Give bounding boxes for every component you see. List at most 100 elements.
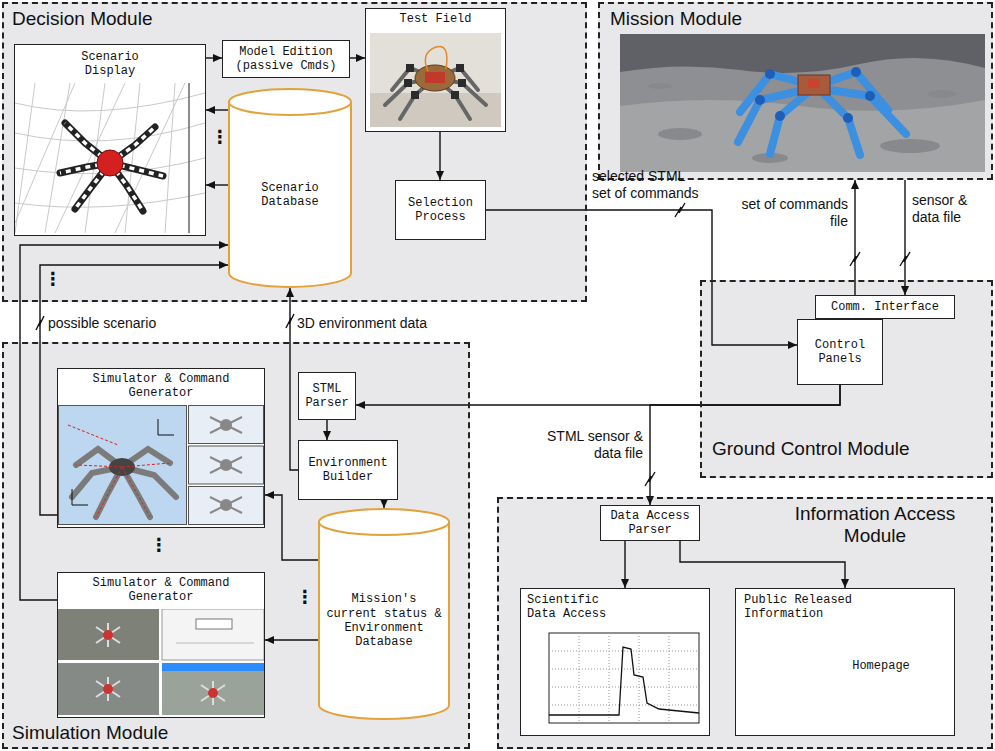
test-field-photo [370, 33, 501, 127]
simulator-render [162, 609, 264, 660]
box-label: Mission's current status & Environment D… [326, 592, 442, 650]
module-panel: Simulation Module Simulator & Command Ge… [2, 342, 470, 749]
mission-render [775, 111, 785, 121]
simulator-render [59, 406, 187, 525]
mission-render [620, 34, 985, 172]
simulator-render [162, 663, 264, 671]
scenario-render [60, 123, 163, 211]
connector [851, 180, 859, 295]
mission-render [738, 72, 906, 155]
module-panel: Information Access Module Data Access Par… [497, 497, 993, 749]
module-title: Ground Control Module [712, 438, 982, 460]
simulator-render [58, 663, 159, 715]
mission-render [928, 90, 956, 98]
arrow-head [206, 181, 215, 189]
process-box: Environment Builder [298, 440, 398, 500]
data-chart [549, 647, 699, 715]
photo-box: Test Field [365, 8, 506, 132]
connector [265, 491, 318, 560]
test-field-photo [411, 91, 419, 99]
scenario-render [165, 83, 175, 233]
arrow-head [380, 499, 388, 508]
mission-render [851, 67, 861, 77]
simulator-render [58, 609, 159, 660]
connector [621, 541, 629, 588]
connector [901, 180, 909, 295]
box-label: Model Edition (passive Cmds) [227, 45, 345, 74]
box-label: Environment Builder [303, 456, 393, 485]
data-chart [579, 633, 669, 723]
simulator-render [72, 489, 88, 505]
mission-render [843, 113, 853, 123]
arrow-head [219, 261, 228, 269]
test-field-photo [404, 64, 466, 99]
box-label: Data Access Parser [604, 509, 696, 538]
connector [265, 636, 318, 644]
simulator-render [189, 487, 264, 525]
module-title: Information Access Module [770, 503, 980, 547]
ellipsis-dots: ⋮ [44, 270, 62, 288]
arrow-head [206, 106, 215, 114]
box-label: Scientific Data Access [527, 593, 617, 622]
ellipsis-dots: ⋮ [150, 536, 168, 554]
scenario-render [188, 83, 190, 233]
mission-render [648, 83, 672, 89]
cylinder-top [229, 89, 351, 115]
mission-render [620, 34, 985, 172]
scenario-render [125, 83, 140, 233]
simulator-render [68, 425, 170, 517]
simulator-render [210, 417, 242, 433]
test-field-photo [404, 79, 412, 87]
process-box: Data Access Parser [600, 505, 700, 541]
connector [206, 106, 228, 114]
arrow-head [356, 54, 365, 62]
mission-render [822, 89, 906, 134]
mission-render [865, 91, 875, 101]
box-label: Scenario Database [236, 181, 344, 210]
connector-line [486, 210, 797, 345]
test-field-photo [456, 64, 464, 72]
simulator-box: Simulator & Command Generator [57, 368, 265, 528]
module-title: Decision Module [12, 8, 272, 30]
database-cylinder: Mission's current status & Environment D… [318, 508, 450, 720]
box-label: Public Released Information [744, 593, 914, 622]
process-box: STML Parser [298, 372, 356, 420]
scenario-render [15, 83, 35, 233]
scenario-render [15, 83, 205, 233]
simulator-render [122, 463, 170, 467]
module-panel: Ground Control ModuleComm. InterfaceCont… [700, 280, 993, 478]
arrow-head [841, 579, 849, 588]
module-title: Simulation Module [12, 722, 272, 744]
process-box: Model Edition (passive Cmds) [222, 40, 350, 78]
box-label: Control Panels [801, 338, 879, 367]
mission-render [755, 67, 875, 123]
edge-label: sensor & data file [912, 192, 990, 226]
edge-label: STML sensor & data file [528, 428, 643, 462]
simulator-render [201, 681, 225, 705]
simulator-render [162, 663, 264, 715]
simulator-render [96, 677, 120, 701]
connector-line [265, 495, 318, 560]
scenario-render [45, 83, 70, 233]
connector-line [680, 541, 845, 588]
mission-render [808, 79, 820, 88]
connector [350, 54, 365, 62]
module-title: Mission Module [610, 8, 870, 30]
mission-render [658, 128, 702, 140]
box-label: STML Parser [302, 382, 352, 411]
scenario-render [60, 123, 163, 211]
connector [206, 54, 222, 62]
simulator-render [122, 467, 150, 517]
test-field-photo [425, 72, 445, 83]
simulator-render [96, 623, 120, 647]
data-chart [527, 629, 703, 729]
simulator-render [189, 446, 264, 484]
connector [380, 499, 388, 508]
mission-render [770, 94, 806, 154]
box-label: Homepage [826, 659, 936, 673]
data-chart [549, 633, 699, 723]
box-label: Selection Process [400, 196, 481, 225]
simulator-render [96, 467, 122, 517]
info-box: Public Released InformationHomepage [735, 588, 955, 736]
